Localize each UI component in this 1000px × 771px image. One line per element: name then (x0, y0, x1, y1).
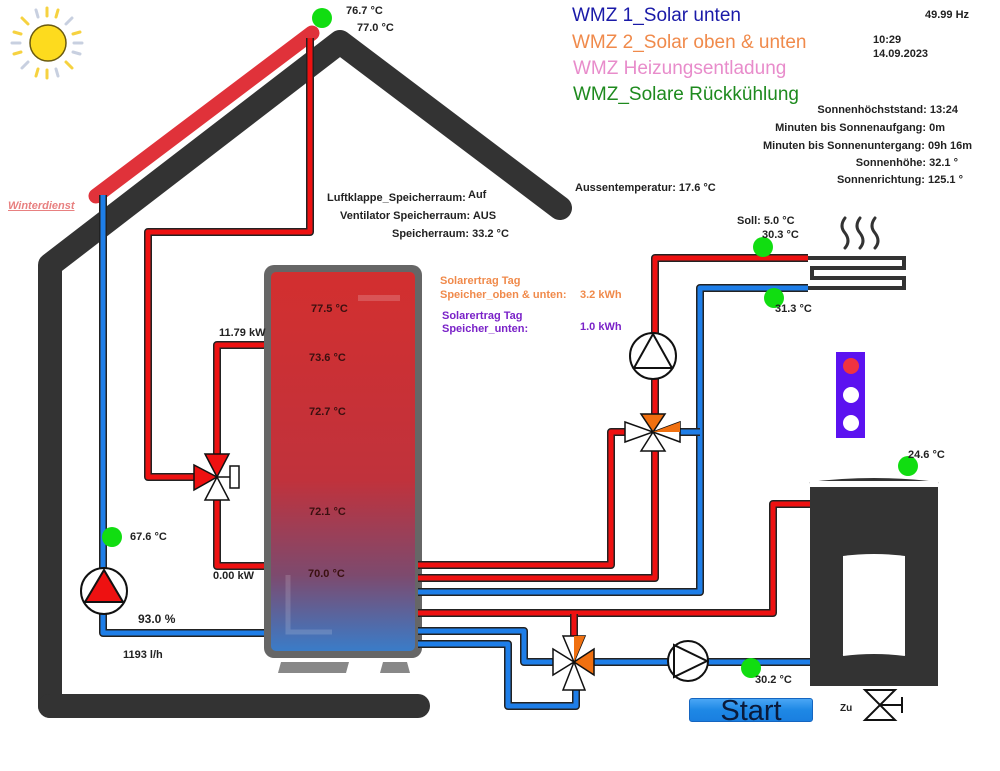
boiler-shutoff-valve-icon[interactable] (862, 689, 903, 721)
tank-temp-4: 72.1 °C (309, 506, 346, 518)
sun-peak-time: Sonnenhöchststand: 13:24 (817, 104, 958, 116)
sensor-solar-return (102, 527, 122, 547)
boiler-top-temp: 24.6 °C (908, 449, 945, 461)
boiler-pipe-temp: 30.2 °C (755, 674, 792, 686)
start-button[interactable]: Start (689, 697, 813, 726)
storage-room-fan: Ventilator Speicherraum: AUS (340, 210, 497, 222)
radiator-icon (808, 216, 906, 290)
tank-temp-1: 77.5 °C (311, 303, 348, 315)
heating-flow-temp: 30.3 °C (762, 229, 799, 241)
temperature-sensors (102, 8, 918, 678)
air-flap-value: Auf (468, 189, 487, 201)
sensor-collector (312, 8, 332, 28)
boiler-mixing-valve[interactable] (552, 635, 595, 691)
sensor-boiler-pipe (741, 658, 761, 678)
wmz-solar-oben-unten[interactable]: WMZ 2_Solar oben & unten (572, 32, 807, 53)
minutes-to-sunrise: Minuten bis Sonnenaufgang: 0m (775, 122, 945, 134)
solar-three-way-valve[interactable] (193, 453, 240, 501)
solar-power-top: 11.79 kW (219, 327, 266, 339)
hot-water-boiler (809, 478, 939, 686)
indicator-light-middle (843, 387, 859, 403)
collector-temp-2: 77.0 °C (357, 22, 394, 34)
outdoor-temperature: Aussentemperatur: 17.6 °C (575, 182, 716, 194)
yield-both-value: 3.2 kWh (580, 289, 622, 301)
wmz-solare-rueckkuehlung[interactable]: WMZ_Solare Rückkühlung (573, 84, 799, 105)
solar-power-bottom: 0.00 kW (213, 570, 254, 582)
boiler-pump-icon[interactable] (667, 640, 710, 682)
tank-temp-5: 70.0 °C (308, 568, 345, 580)
heating-setpoint: Soll: 5.0 °C (737, 215, 795, 227)
collector-temp-1: 76.7 °C (346, 5, 383, 17)
storage-room-temperature: Speicherraum: 33.2 °C (392, 228, 509, 240)
grid-frequency: 49.99 Hz (925, 9, 970, 21)
boiler-valve-state: Zu (840, 703, 853, 714)
wmz-heizungsentladung[interactable]: WMZ Heizungsentladung (573, 58, 787, 79)
sun-icon (10, 6, 84, 80)
sensor-heating-return (764, 288, 784, 308)
air-flap-label: Luftklappe_Speicherraum: (327, 192, 466, 204)
sensor-heating-flow (753, 237, 773, 257)
solar-pump-icon[interactable] (80, 567, 128, 615)
sun-elevation: Sonnenhöhe: 32.1 ° (855, 157, 958, 169)
yield-both-title: Solarertrag Tag (440, 275, 521, 287)
buffer-tank (264, 265, 422, 673)
heating-pump-icon[interactable] (629, 331, 677, 380)
tank-temp-2: 73.6 °C (309, 352, 346, 364)
indicator-light-bottom (843, 415, 859, 431)
sensor-boiler-top (898, 456, 918, 476)
solar-collector (88, 25, 320, 204)
house-outline (38, 30, 572, 718)
solar-flow-rate: 1193 l/h (123, 649, 163, 661)
status-indicator (836, 352, 865, 438)
winterdienst-link[interactable]: Winterdienst (8, 200, 75, 212)
yield-both-label: Speicher_oben & unten: (440, 289, 567, 301)
solar-pump-speed: 93.0 % (138, 612, 176, 626)
wmz-solar-unten[interactable]: WMZ 1_Solar unten (572, 5, 741, 26)
solar-return-temp: 67.6 °C (130, 531, 167, 543)
sun-azimuth: Sonnenrichtung: 125.1 ° (836, 174, 963, 186)
heating-return-temp: 31.3 °C (775, 303, 812, 315)
heating-pipes (418, 254, 808, 596)
clock-date: 14.09.2023 (873, 48, 929, 60)
tank-temp-3: 72.7 °C (309, 406, 346, 418)
heating-mixing-valve[interactable] (624, 413, 681, 452)
yield-bottom-title: Solarertrag Tag (442, 310, 523, 322)
minutes-to-sunset: Minuten bis Sonnenuntergang: 09h 16m (762, 140, 972, 152)
clock-time: 10:29 (873, 34, 902, 46)
solar-pipes (99, 38, 314, 637)
yield-bottom-label: Speicher_unten: (442, 323, 529, 335)
indicator-light-red (843, 358, 859, 374)
yield-bottom-value: 1.0 kWh (580, 321, 622, 333)
